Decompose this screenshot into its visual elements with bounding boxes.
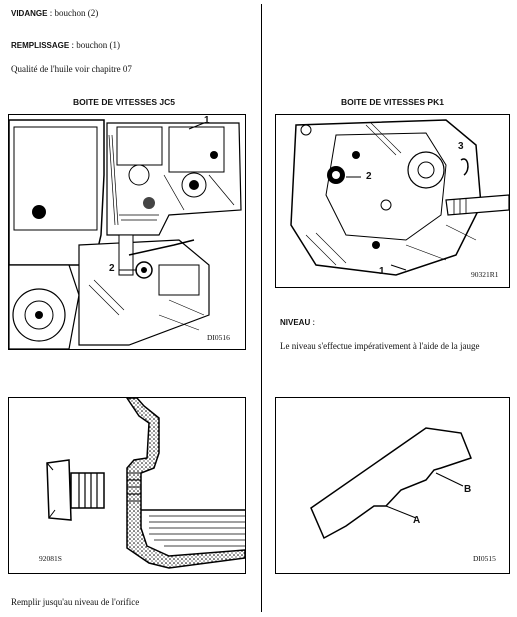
fill-line: REMPLISSAGE : bouchon (1) [11, 40, 120, 50]
oil-quality-text: Qualité de l'huile voir chapitre 07 [11, 64, 132, 74]
drain-text: : bouchon (2) [47, 8, 99, 18]
fill-text: : bouchon (1) [69, 40, 120, 50]
fill-plug-drawing [46, 398, 245, 569]
jc5-callout-2: 2 [109, 263, 115, 274]
drain-label: VIDANGE [11, 9, 48, 18]
column-divider [261, 4, 262, 612]
level-colon: : [310, 317, 315, 327]
pk1-gearbox-drawing [276, 115, 509, 287]
level-instruction-text: Le niveau s'effectue impérativement à l'… [280, 341, 480, 351]
fill-label: REMPLISSAGE [11, 41, 70, 50]
jc5-figure-code: DI0516 [207, 333, 230, 342]
dipstick-figure-code: DI0515 [473, 554, 496, 563]
dipstick-drawing [310, 427, 472, 540]
jc5-title: BOITE DE VITESSES JC5 [73, 97, 176, 107]
pk1-callout-3: 3 [458, 141, 464, 152]
pk1-callout-1: 1 [379, 266, 385, 277]
dipstick-figure: A B DI0515 [275, 397, 510, 574]
pk1-callout-2: 2 [366, 171, 372, 182]
drain-line: VIDANGE : bouchon (2) [11, 8, 98, 18]
pk1-gearbox-figure: 3 2 1 90321R1 [275, 114, 510, 288]
pk1-title: BOITE DE VITESSES PK1 [341, 97, 444, 107]
level-label: NIVEAU [280, 318, 311, 327]
jc5-gearbox-drawing [9, 115, 245, 349]
fill-instruction-text: Remplir jusqu'au niveau de l'orifice [11, 597, 140, 607]
jc5-gearbox-figure: 1 2 DI0516 [8, 114, 246, 350]
jc5-callout-1: 1 [204, 115, 210, 126]
dipstick-callout-a: A [413, 515, 421, 526]
level-line: NIVEAU : [280, 317, 315, 327]
plug-figure-code: 92081S [39, 554, 62, 563]
fill-plug-figure: 92081S [8, 397, 246, 574]
pk1-figure-code: 90321R1 [471, 270, 499, 279]
dipstick-callout-b: B [464, 484, 472, 495]
